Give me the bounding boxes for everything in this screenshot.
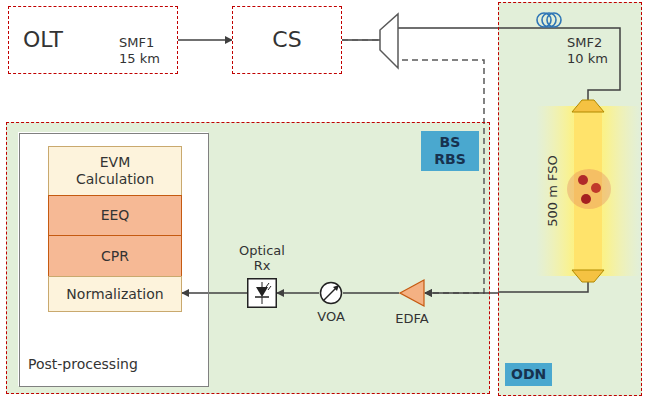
- edfa-symbol-shape: [399, 279, 425, 307]
- voa-symbol: VOA: [319, 281, 343, 305]
- fiber-connector: [342, 40, 484, 293]
- fiber-connector: [425, 292, 498, 294]
- node-label: OLT: [23, 27, 63, 53]
- node-label: SMF1 15 km: [119, 35, 173, 66]
- node-label: Normalization: [66, 286, 163, 303]
- odn-region: SMF2 10 km 500 m FSO ODN: [498, 2, 642, 396]
- node-label: 500 m FSO: [545, 155, 561, 226]
- eeq-block: EEQ: [48, 195, 182, 236]
- olt-box: OLT SMF1 15 km: [8, 6, 178, 74]
- edfa-symbol: EDFA: [399, 279, 425, 307]
- node-label: ODN: [505, 363, 552, 386]
- optical-receiver: Optical Rx: [247, 278, 277, 308]
- fiber-connector: [182, 292, 247, 294]
- fiber-connector: [277, 292, 319, 294]
- fiber-connector: [342, 28, 498, 40]
- node-label: CPR: [101, 248, 129, 265]
- node-label: EDFA: [395, 311, 428, 327]
- node-label: VOA: [317, 309, 345, 325]
- bs-rbs-region: BS RBS Post-processing EVM CalculationEEQ C…: [6, 122, 490, 394]
- cs-box: CS: [232, 6, 342, 74]
- optical-receiver-shape: [247, 278, 277, 308]
- node-label: EEQ: [101, 207, 130, 224]
- fiber-connector: [178, 39, 232, 41]
- node-label: SMF2 10 km: [567, 35, 621, 66]
- evm-block: EVM Calculation: [48, 146, 182, 196]
- node-label: EVM Calculation: [63, 154, 167, 188]
- voa-symbol-shape: [319, 281, 343, 305]
- post-processing-box: Post-processing EVM CalculationEEQ CPR Norm…: [19, 133, 209, 387]
- fiber-connector: [343, 292, 399, 294]
- node-label: CS: [272, 27, 301, 53]
- node-label: Post-processing: [28, 356, 138, 373]
- node-label: BS RBS: [421, 131, 479, 171]
- node-label: Optical Rx: [230, 243, 294, 274]
- cpr-block: CPR: [48, 235, 182, 277]
- normalization-block: Normalization: [48, 276, 182, 312]
